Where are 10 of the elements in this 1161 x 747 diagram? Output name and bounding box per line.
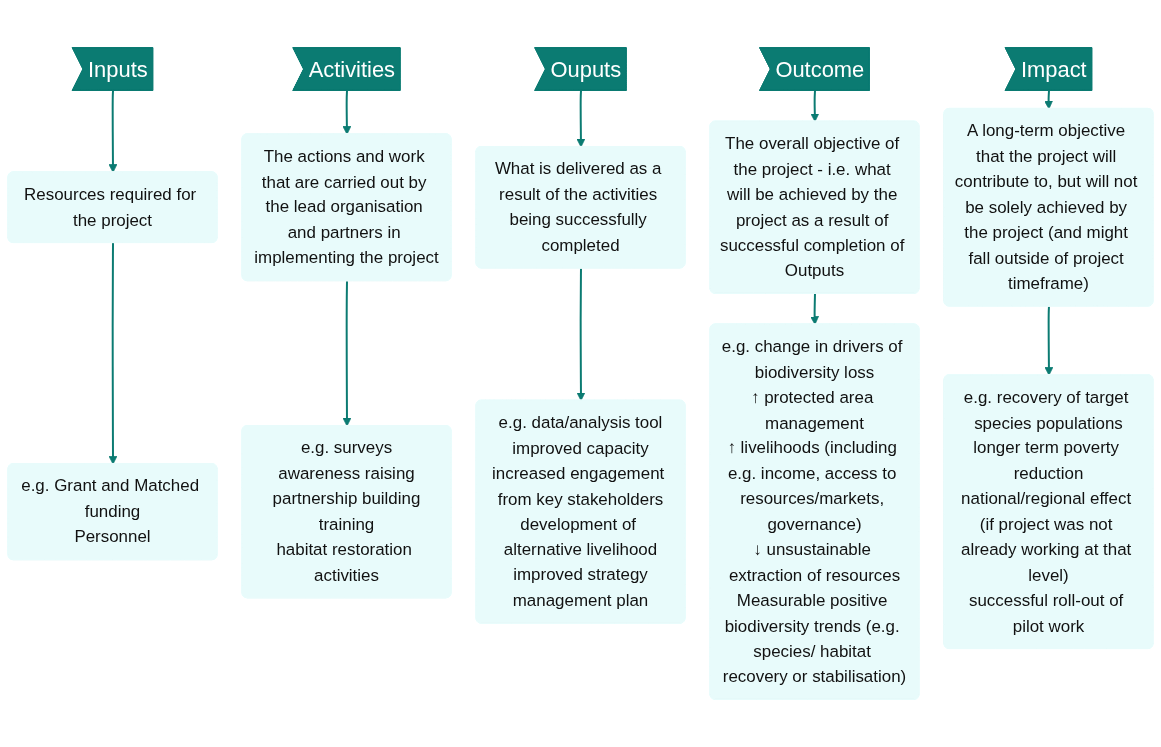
arrow (576, 89, 586, 148)
arrow (576, 267, 586, 402)
arrow (108, 242, 118, 465)
arrow (810, 292, 819, 325)
arrow (342, 89, 352, 135)
arrow (342, 280, 352, 427)
arrow (108, 89, 118, 173)
arrow (1044, 89, 1053, 110)
arrow (810, 89, 820, 122)
arrow (1044, 305, 1054, 376)
